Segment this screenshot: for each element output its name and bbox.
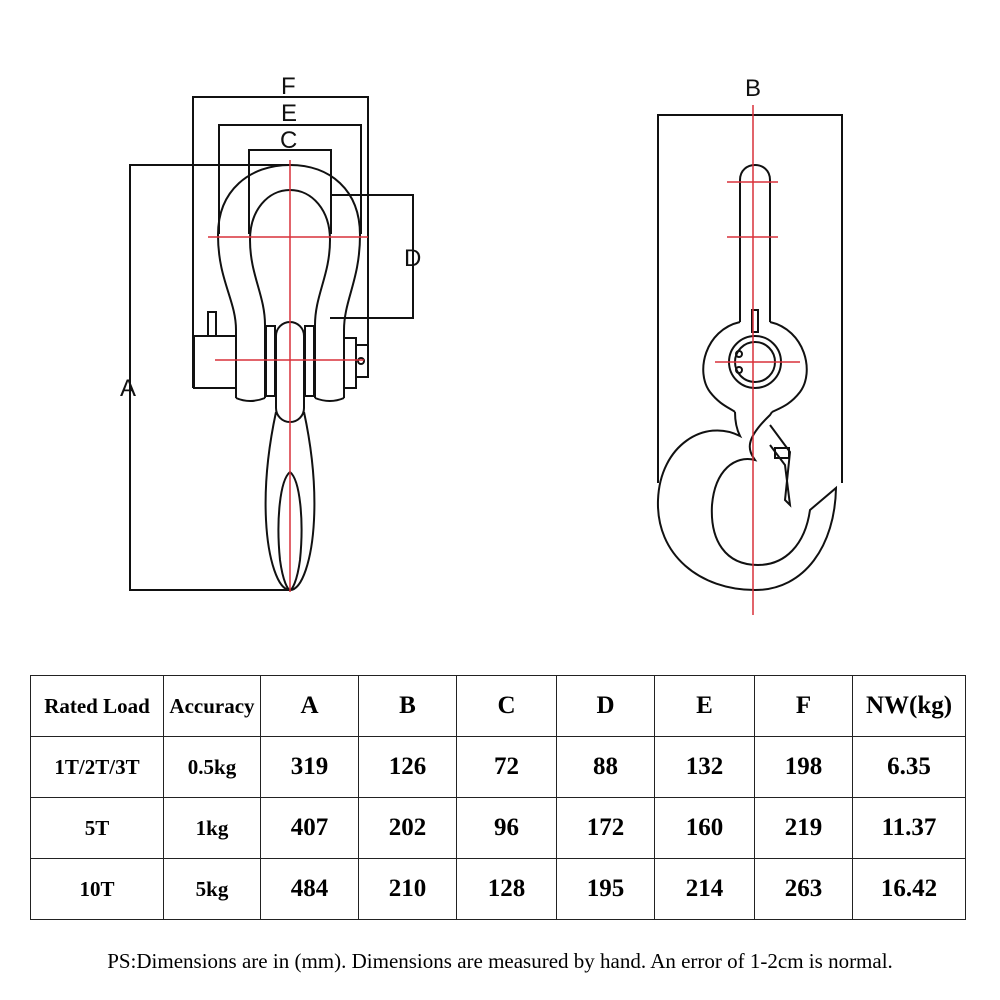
table-row: 10T 5kg 484 210 128 195 214 263 16.42: [30, 858, 966, 920]
shackle-pin-block: [193, 335, 237, 389]
table-cell: 10T: [30, 858, 164, 920]
table-cell: 202: [358, 797, 457, 859]
spec-table: Rated Load Accuracy A B C D E F NW(kg) 1…: [30, 675, 966, 920]
table-cell: 407: [260, 797, 359, 859]
table-cell: 214: [654, 858, 755, 920]
header-d: D: [556, 675, 655, 737]
header-nw: NW(kg): [852, 675, 966, 737]
dim-label-f: F: [281, 73, 296, 100]
dim-label-b: B: [745, 75, 761, 102]
table-row: 5T 1kg 407 202 96 172 160 219 11.37: [30, 797, 966, 859]
dim-bracket-b: [657, 114, 843, 483]
table-header-row: Rated Load Accuracy A B C D E F NW(kg): [30, 675, 966, 737]
header-rated-load: Rated Load: [30, 675, 164, 737]
header-b: B: [358, 675, 457, 737]
header-e: E: [654, 675, 755, 737]
table-cell: 319: [260, 736, 359, 798]
table-cell: 263: [754, 858, 853, 920]
dim-bracket-a: [129, 164, 290, 591]
table-cell: 219: [754, 797, 853, 859]
table-cell: 198: [754, 736, 853, 798]
table-cell: 16.42: [852, 858, 966, 920]
shackle-pin-nut: [343, 337, 357, 389]
hook-latch: [769, 424, 792, 508]
dim-bracket-c: [248, 149, 332, 234]
header-c: C: [456, 675, 557, 737]
table-cell: 88: [556, 736, 655, 798]
centerlines-left: [208, 160, 368, 592]
table-cell: 11.37: [852, 797, 966, 859]
table-cell: 128: [456, 858, 557, 920]
table-cell: 210: [358, 858, 457, 920]
shackle-icon: [129, 96, 414, 592]
centerlines-right: [715, 105, 800, 615]
dim-bracket-e: [218, 124, 362, 234]
footnote: PS:Dimensions are in (mm). Dimensions ar…: [107, 949, 893, 973]
header-accuracy: Accuracy: [163, 675, 261, 737]
table-cell: 160: [654, 797, 755, 859]
table-cell: 96: [456, 797, 557, 859]
header-a: A: [260, 675, 359, 737]
table-cell: 6.35: [852, 736, 966, 798]
table-row: 1T/2T/3T 0.5kg 319 126 72 88 132 198 6.3…: [30, 736, 966, 798]
table-cell: 484: [260, 858, 359, 920]
dim-label-e: E: [281, 100, 297, 127]
dim-label-c: C: [280, 127, 297, 154]
table-cell: 132: [654, 736, 755, 798]
header-f: F: [754, 675, 853, 737]
hook-body: [656, 411, 838, 592]
table-cell: 1T/2T/3T: [30, 736, 164, 798]
table-cell: 195: [556, 858, 655, 920]
hook-shank: [739, 164, 771, 322]
table-cell: 1kg: [163, 797, 261, 859]
hook-eye: [702, 321, 808, 413]
dim-label-d: D: [404, 245, 421, 272]
dimension-diagram: F E C D A B: [120, 73, 843, 615]
hook-icon: [656, 114, 843, 592]
dim-label-a: A: [120, 375, 136, 402]
table-cell: 172: [556, 797, 655, 859]
table-cell: 72: [456, 736, 557, 798]
table-cell: 126: [358, 736, 457, 798]
dim-bracket-d: [330, 194, 414, 319]
table-cell: 0.5kg: [163, 736, 261, 798]
table-cell: 5T: [30, 797, 164, 859]
table-cell: 5kg: [163, 858, 261, 920]
